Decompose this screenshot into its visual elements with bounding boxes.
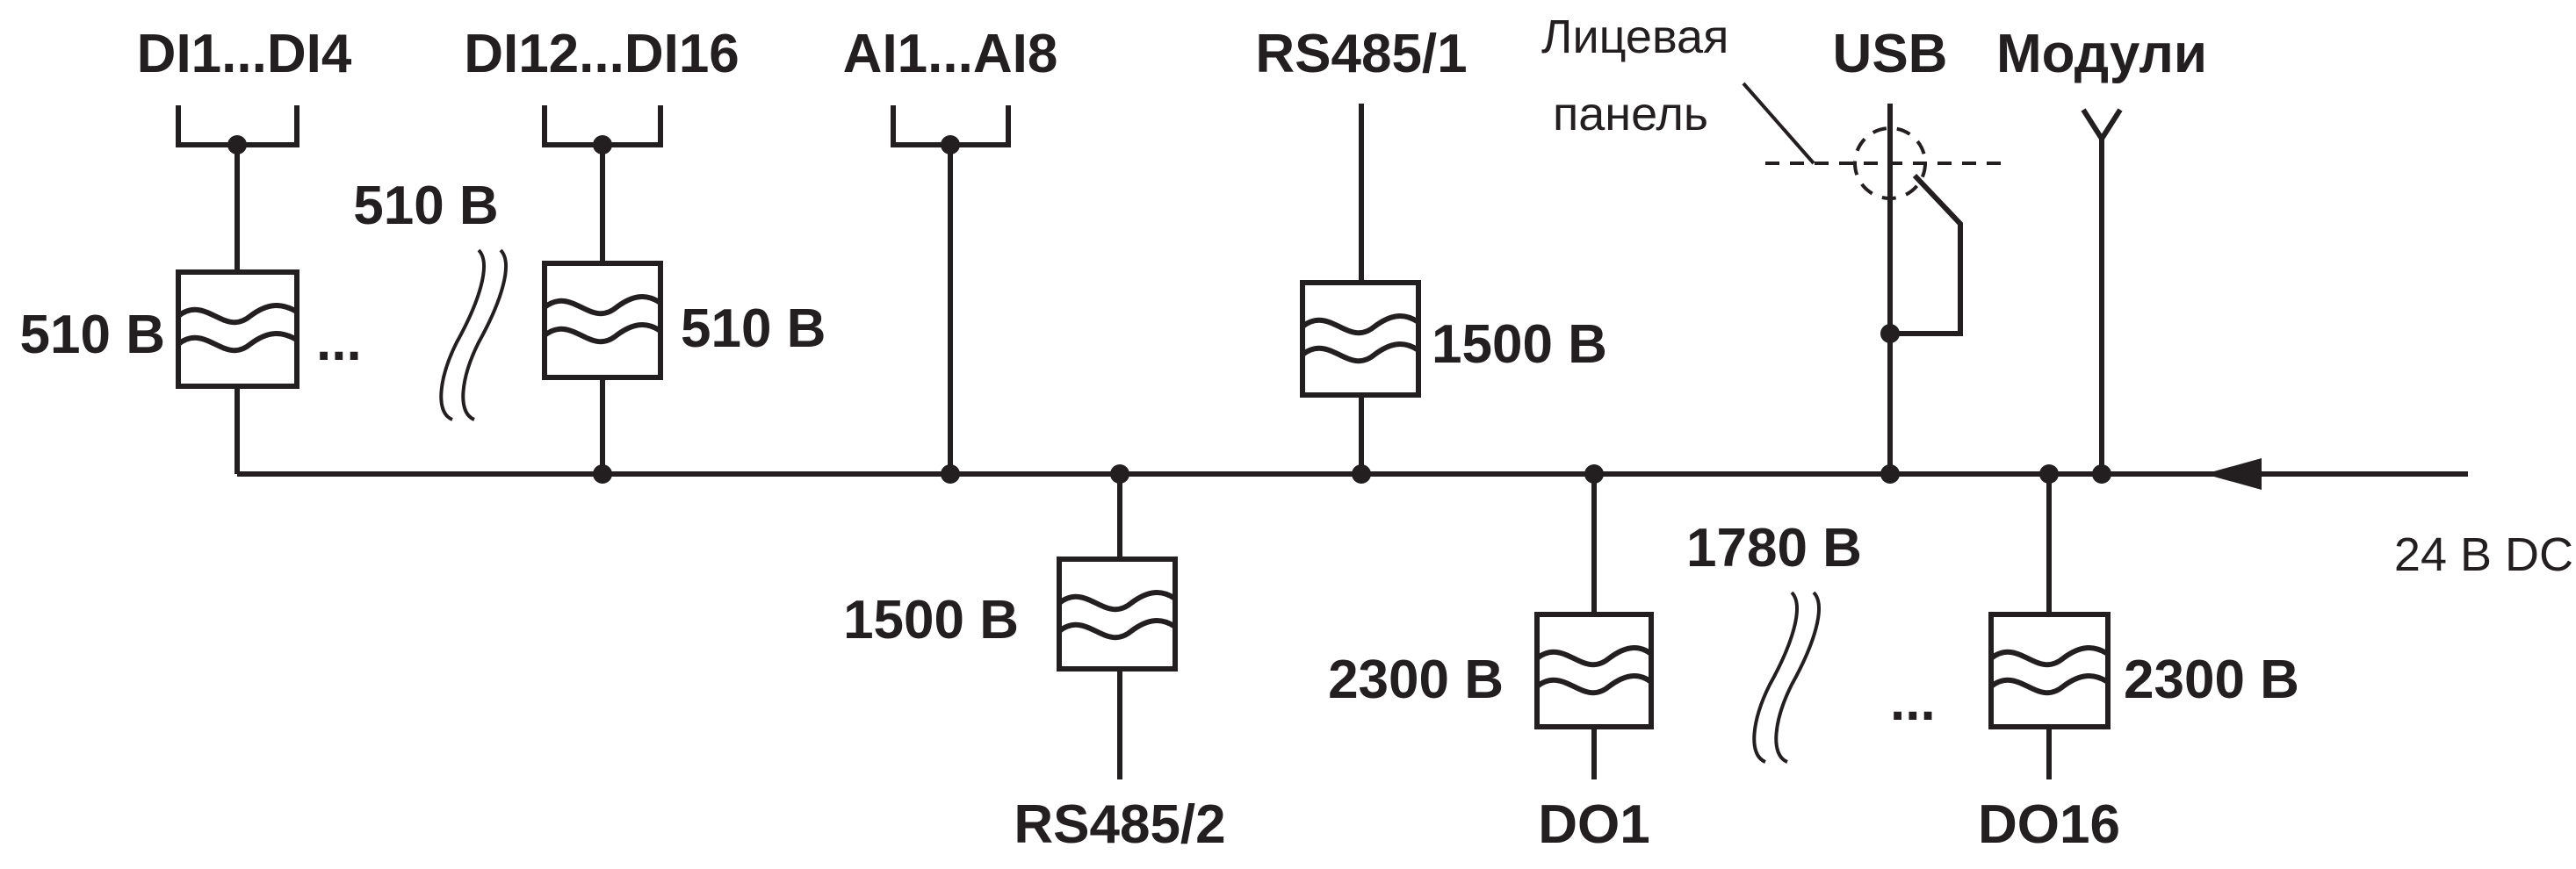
isolation-wave [177,303,299,326]
branch-ai1-ai8: AI1...AI8 [843,24,1058,484]
label-di12-di16: DI12...DI16 [464,24,740,84]
isolation-wave [1301,341,1420,364]
label-rs485-1: RS485/1 [1255,24,1467,84]
isolator-box [176,269,299,389]
label-rs485-2: RS485/2 [1014,794,1225,855]
label-isolation-rs485-2: 1500 В [843,590,1019,650]
isolation-wave [1301,313,1420,336]
label-isolation-di-right: 510 В [681,298,826,359]
junction-dot [1880,464,1900,484]
power-input-arrow [2204,458,2262,490]
label-modules: Модули [1996,24,2207,84]
branch-do16: 2300 В DO16 [1978,464,2299,855]
isolator-box [1534,612,1654,729]
usb-loop [1890,173,1963,336]
isolator-box [1988,612,2111,729]
branch-rs485-2: 1500 В RS485/2 [843,464,1226,855]
label-isolation-do-between: 1780 В [1686,518,1862,578]
isolation-wave [1057,590,1177,613]
junction-dot [2092,464,2111,484]
isolator-box [1300,280,1421,398]
junction-dot [593,464,612,484]
junction-dot [941,464,960,484]
label-front-panel-line1: Лицевая [1541,11,1728,63]
isolation-wave [1989,673,2110,696]
branch-rs485-1: RS485/1 1500 В [1255,24,1607,484]
isolator-box [1057,557,1178,672]
isolation-wave [1535,645,1653,668]
branch-usb: USB [1833,24,1963,484]
isolation-wave [543,322,662,345]
isolation-wave [1057,618,1177,641]
front-panel: Лицевая панель [1541,11,2007,165]
isolator-box [542,261,663,380]
separator-di: 510 В [353,176,508,421]
junction-dot [1352,464,1371,484]
label-front-panel-line2: панель [1553,88,1708,140]
label-power-input: 24 В DC [2394,528,2573,581]
isolation-wave [1989,645,2110,668]
antenna-icon [2081,108,2123,144]
label-usb: USB [1833,24,1948,84]
branch-di12-di16: DI12...DI16 510 В [464,24,826,484]
isolation-wave [543,294,662,317]
front-panel-leader [1742,82,1815,165]
label-di1-di4: DI1...DI4 [137,24,352,84]
label-ai1-ai8: AI1...AI8 [843,24,1058,84]
label-do16: DO16 [1978,794,2120,855]
label-isolation-do16: 2300 В [2124,650,2299,710]
label-isolation-do1: 2300 В [1328,650,1504,710]
ellipsis-di: ... [316,312,362,372]
ellipsis-do: ... [1890,672,1936,732]
label-isolation-di-left: 510 В [20,305,165,365]
branch-di1-di4: DI1...DI4 510 В [20,24,352,474]
branch-modules: Модули [1996,24,2207,484]
label-isolation-rs485-1: 1500 В [1432,314,1607,375]
isolation-wave [1535,673,1653,696]
isolation-wave [177,331,299,354]
separator-do: 1780 В [1686,518,1862,764]
label-isolation-di-between: 510 В [353,176,498,236]
branch-do1: 2300 В DO1 [1328,464,1654,855]
junction-dot [1880,324,1900,343]
label-do1: DO1 [1538,794,1649,855]
